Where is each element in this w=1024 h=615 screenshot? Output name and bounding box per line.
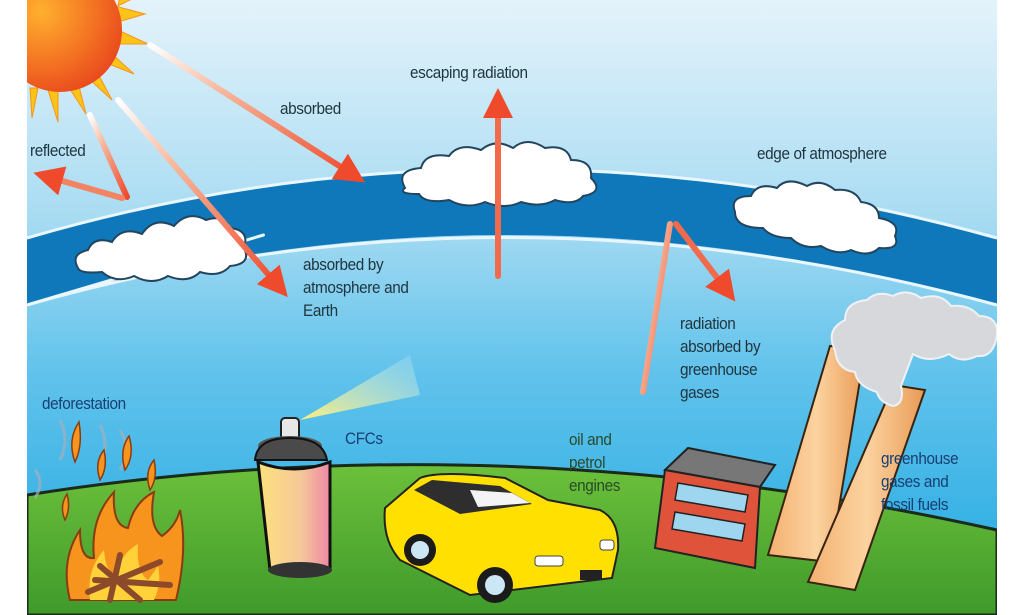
car-icon (383, 473, 620, 603)
label-reflected: reflected (30, 141, 86, 160)
cloud-right (732, 180, 898, 255)
sun-icon (0, 0, 149, 123)
label-greenhouse-fossil-fuels: greenhouse gases and fossil fuels (881, 449, 959, 514)
right-margin (997, 0, 1024, 615)
label-deforestation: deforestation (42, 394, 126, 413)
chimney-icon (766, 344, 927, 592)
absorbed-arrow (147, 42, 366, 183)
label-edge-of-atmosphere: edge of atmosphere (757, 144, 887, 163)
label-radiation-absorbed: radiation absorbed by greenhouse gases (680, 314, 761, 402)
greenhouse-absorbed-arrow (673, 221, 736, 302)
label-escaping-radiation: escaping radiation (410, 63, 528, 82)
outgoing-heat-arrow (640, 221, 673, 395)
radiation-arrows (33, 42, 736, 395)
spray-mist (300, 355, 420, 420)
label-oil-petrol-engines: oil and petrol engines (569, 430, 621, 495)
cloud-left (74, 215, 248, 282)
absorbed-by-earth-arrow (115, 97, 288, 298)
label-absorbed: absorbed (280, 99, 341, 118)
reflected-incoming-arrow (87, 112, 130, 200)
left-margin (0, 0, 27, 615)
label-absorbed-by-atmosphere: absorbed by atmosphere and Earth (303, 255, 409, 320)
spray-can-icon (253, 355, 420, 578)
smoke-cloud (830, 291, 999, 408)
reflected-outgoing-arrow (33, 166, 125, 201)
factory-icon (653, 446, 777, 570)
fire-icon (61, 420, 185, 603)
label-cfcs: CFCs (345, 429, 383, 448)
